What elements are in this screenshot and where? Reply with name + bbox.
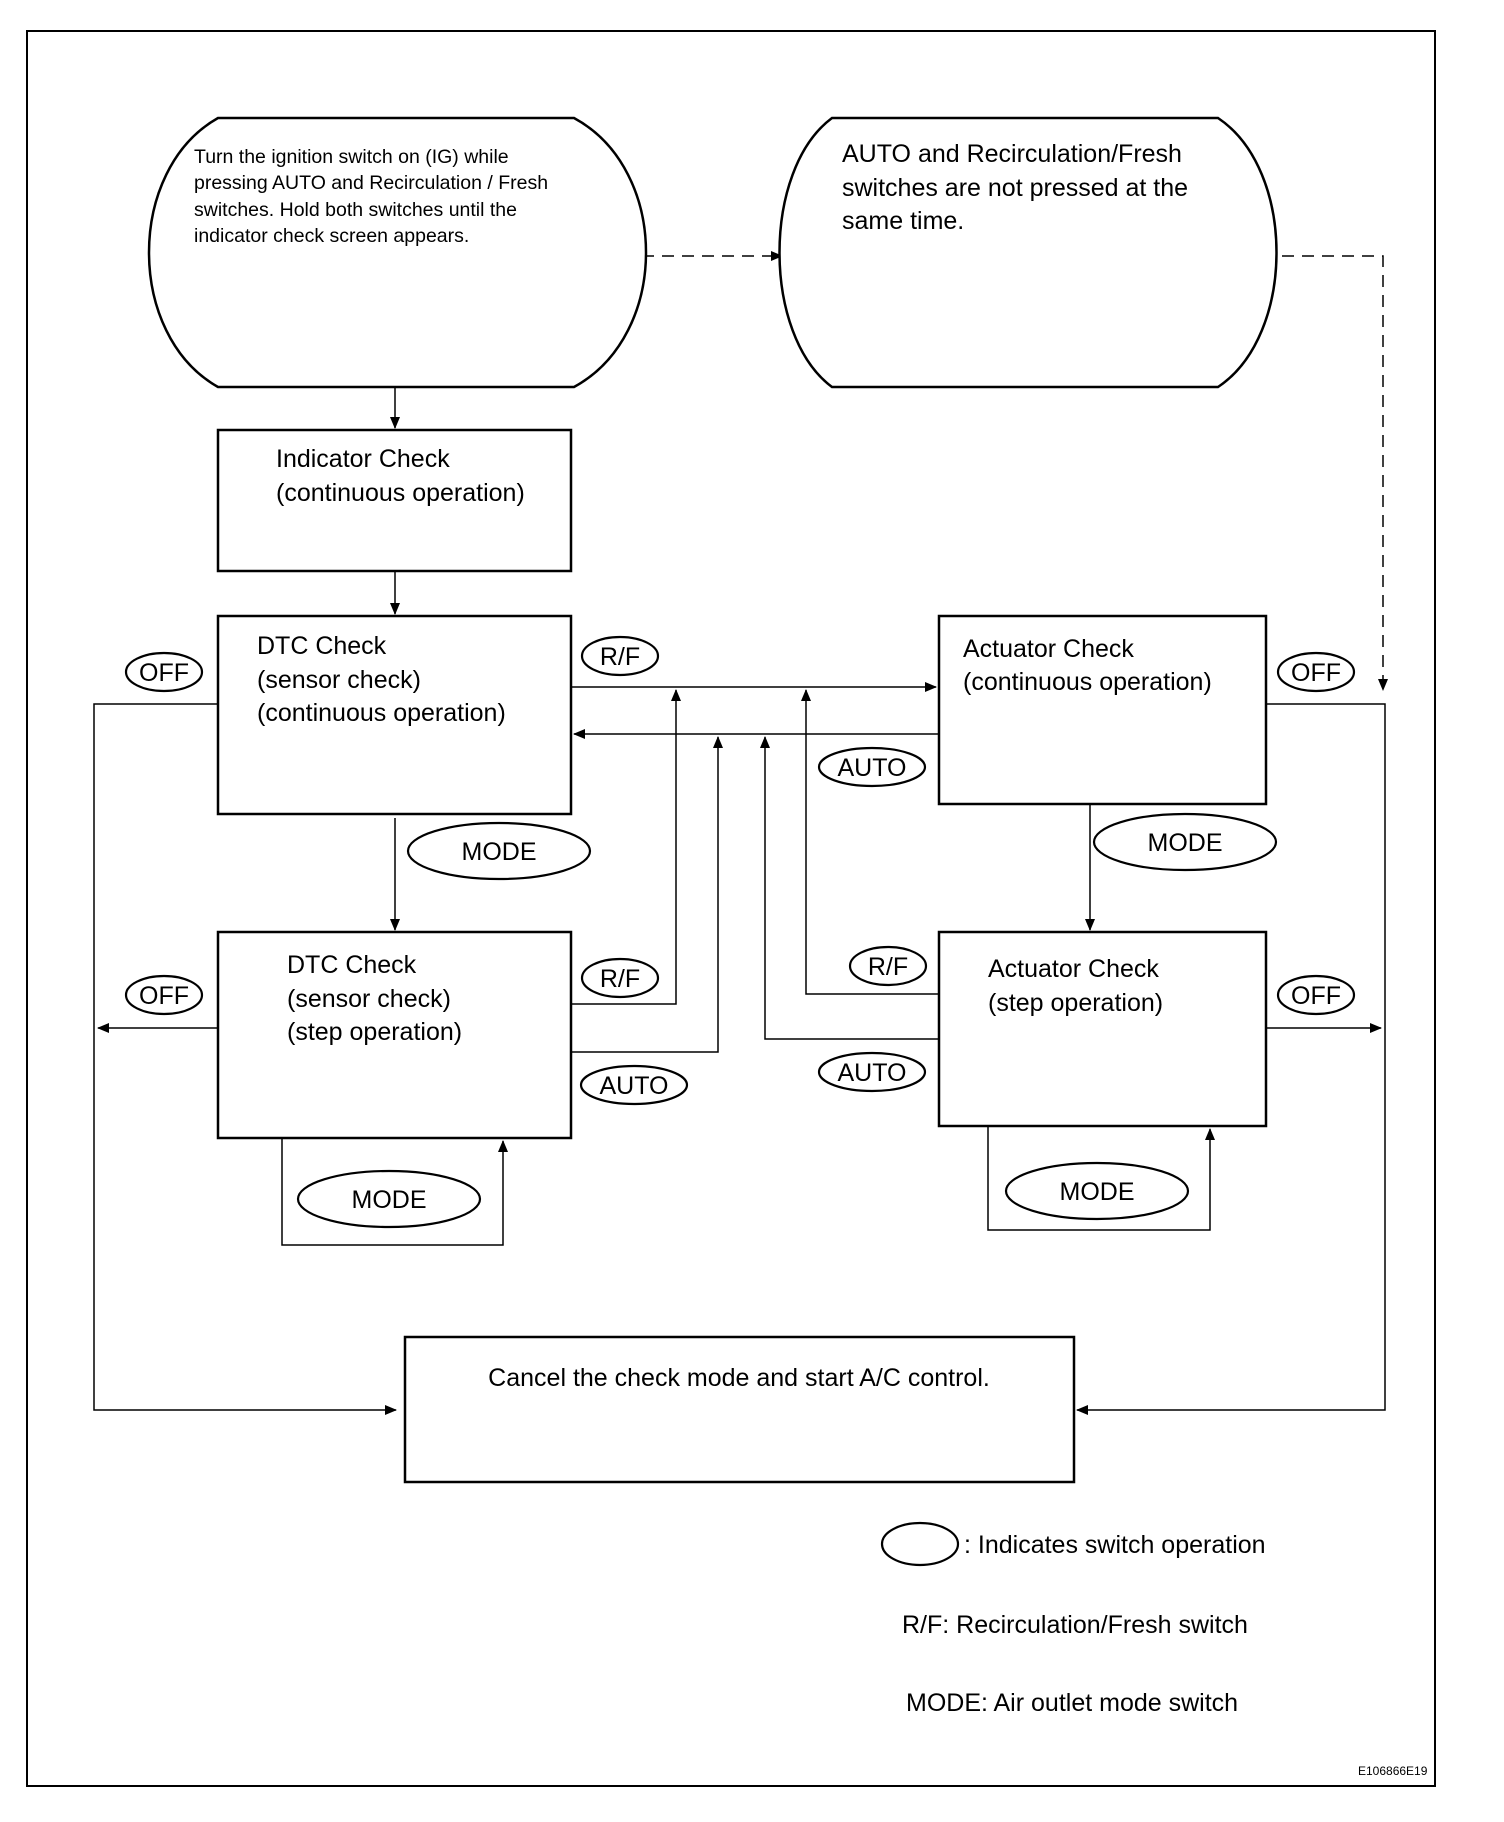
node-actuator-continuous-line-1: Actuator Check bbox=[963, 635, 1134, 663]
svg-text:AUTO: AUTO bbox=[600, 1072, 669, 1100]
svg-text:MODE: MODE bbox=[462, 838, 537, 866]
node-start-line-4: indicator check screen appears. bbox=[194, 225, 469, 247]
switch-auto-dtc-step: AUTO bbox=[579, 1064, 689, 1106]
switch-rf-dtc-continuous: R/F bbox=[580, 635, 660, 677]
node-dtc-step-line-3: (step operation) bbox=[287, 1018, 462, 1046]
node-indicator-check-line-2: (continuous operation) bbox=[276, 479, 525, 507]
switch-off-dtc-step: OFF bbox=[124, 974, 204, 1016]
diagram-frame bbox=[26, 30, 1436, 1787]
switch-auto-actuator-continuous: AUTO bbox=[817, 746, 927, 788]
node-actuator-continuous: Actuator Check (continuous operation) bbox=[937, 614, 1268, 806]
edge-dtc-step-rf bbox=[571, 689, 681, 1005]
node-start-line-3: switches. Hold both switches until the bbox=[194, 199, 517, 221]
node-dtc-continuous: DTC Check (sensor check) (continuous ope… bbox=[216, 614, 573, 816]
node-dtc-step-line-2: (sensor check) bbox=[287, 985, 451, 1013]
switch-mode-dtc-continuous: MODE bbox=[406, 821, 592, 881]
edge-off-right-to-cancel bbox=[1076, 703, 1386, 1415]
node-start-line-1: Turn the ignition switch on (IG) while bbox=[194, 146, 509, 168]
switch-mode-actuator-step: MODE bbox=[1004, 1161, 1190, 1221]
legend-switch-oval bbox=[880, 1521, 960, 1567]
svg-text:R/F: R/F bbox=[600, 965, 640, 993]
svg-text:R/F: R/F bbox=[600, 643, 640, 671]
node-indicator-check: Indicator Check (continuous operation) bbox=[216, 428, 573, 573]
node-start-line-2: pressing AUTO and Recirculation / Fresh bbox=[194, 172, 548, 194]
node-not-pressed-line-1: AUTO and Recirculation/Fresh bbox=[842, 140, 1182, 168]
switch-off-dtc-continuous: OFF bbox=[124, 651, 204, 693]
node-not-pressed: AUTO and Recirculation/Fresh switches ar… bbox=[778, 116, 1278, 389]
edge-dtc-step-auto bbox=[571, 736, 723, 1053]
node-dtc-step: DTC Check (sensor check) (step operation… bbox=[216, 930, 573, 1140]
svg-text:MODE: MODE bbox=[352, 1186, 427, 1214]
legend: : Indicates switch operation R/F: Recirc… bbox=[880, 1521, 1266, 1717]
node-indicator-check-line-1: Indicator Check bbox=[276, 445, 450, 473]
node-actuator-continuous-line-2: (continuous operation) bbox=[963, 668, 1212, 696]
edge-off-left-to-cancel bbox=[93, 703, 397, 1415]
node-dtc-continuous-line-1: DTC Check bbox=[257, 632, 387, 660]
svg-text:OFF: OFF bbox=[1291, 659, 1341, 687]
edge-not-pressed-to-actuator-off bbox=[1282, 255, 1388, 691]
svg-text:AUTO: AUTO bbox=[838, 754, 907, 782]
legend-switch-operation: : Indicates switch operation bbox=[964, 1531, 1266, 1559]
switch-mode-dtc-step: MODE bbox=[296, 1169, 482, 1229]
node-actuator-step-line-1: Actuator Check bbox=[988, 955, 1159, 983]
node-not-pressed-line-2: switches are not pressed at the bbox=[842, 174, 1188, 202]
svg-text:MODE: MODE bbox=[1060, 1178, 1135, 1206]
node-actuator-step-line-2: (step operation) bbox=[988, 989, 1163, 1017]
svg-text:MODE: MODE bbox=[1148, 829, 1223, 857]
node-dtc-continuous-line-2: (sensor check) bbox=[257, 666, 421, 694]
switch-rf-actuator-step: R/F bbox=[848, 945, 928, 987]
switch-rf-dtc-step: R/F bbox=[580, 957, 660, 999]
node-cancel: Cancel the check mode and start A/C cont… bbox=[403, 1335, 1076, 1484]
node-cancel-line-1: Cancel the check mode and start A/C cont… bbox=[488, 1364, 990, 1392]
switch-off-actuator-step: OFF bbox=[1276, 974, 1356, 1016]
node-dtc-step-line-1: DTC Check bbox=[287, 951, 417, 979]
legend-mode-definition: MODE: Air outlet mode switch bbox=[906, 1689, 1238, 1717]
svg-text:AUTO: AUTO bbox=[838, 1059, 907, 1087]
edge-actuator-step-mode-loop bbox=[987, 1126, 1215, 1231]
switch-mode-actuator-continuous: MODE bbox=[1092, 812, 1278, 872]
node-start: Turn the ignition switch on (IG) while p… bbox=[147, 116, 648, 389]
edge-actuator-step-rf bbox=[801, 689, 939, 995]
svg-text:OFF: OFF bbox=[139, 659, 189, 687]
figure-code: E106866E19 bbox=[1358, 1764, 1428, 1778]
edge-actuator-step-auto bbox=[760, 736, 939, 1040]
node-actuator-step: Actuator Check (step operation) bbox=[937, 930, 1268, 1128]
node-dtc-continuous-line-3: (continuous operation) bbox=[257, 699, 506, 727]
svg-text:OFF: OFF bbox=[139, 982, 189, 1010]
svg-text:OFF: OFF bbox=[1291, 982, 1341, 1010]
switch-off-actuator-continuous: OFF bbox=[1276, 651, 1356, 693]
switch-auto-actuator-step: AUTO bbox=[817, 1051, 927, 1093]
svg-text:R/F: R/F bbox=[868, 953, 908, 981]
node-not-pressed-line-3: same time. bbox=[842, 207, 964, 235]
legend-rf-definition: R/F: Recirculation/Fresh switch bbox=[902, 1611, 1248, 1639]
edge-dtc-step-mode-loop bbox=[281, 1138, 508, 1246]
